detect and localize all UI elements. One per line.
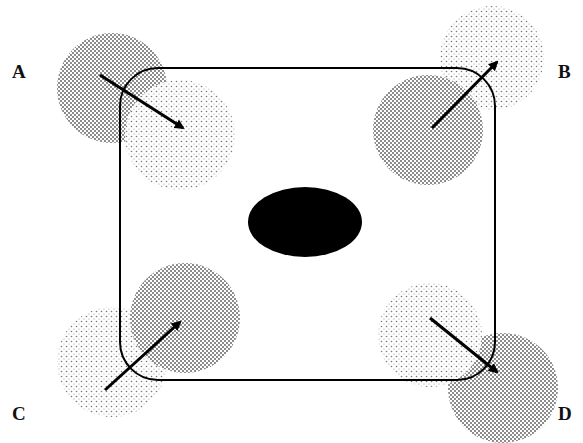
arrow bbox=[105, 322, 180, 390]
label-holder: D bbox=[558, 404, 572, 423]
label-holder: B bbox=[558, 62, 571, 81]
panel-letter: B bbox=[558, 62, 571, 81]
vesicle bbox=[378, 283, 482, 387]
cell-membrane bbox=[120, 68, 495, 380]
arrow bbox=[432, 62, 497, 128]
vesicle bbox=[125, 80, 235, 190]
arrow bbox=[430, 318, 497, 372]
panel-letter: C bbox=[12, 404, 26, 423]
label-holder: A bbox=[12, 62, 26, 81]
panel-letter: D bbox=[558, 404, 572, 423]
arrow bbox=[100, 75, 183, 128]
nucleus bbox=[248, 187, 362, 257]
panel-letter: A bbox=[12, 62, 26, 81]
label-holder: C bbox=[12, 404, 26, 423]
vesicle bbox=[130, 263, 240, 373]
